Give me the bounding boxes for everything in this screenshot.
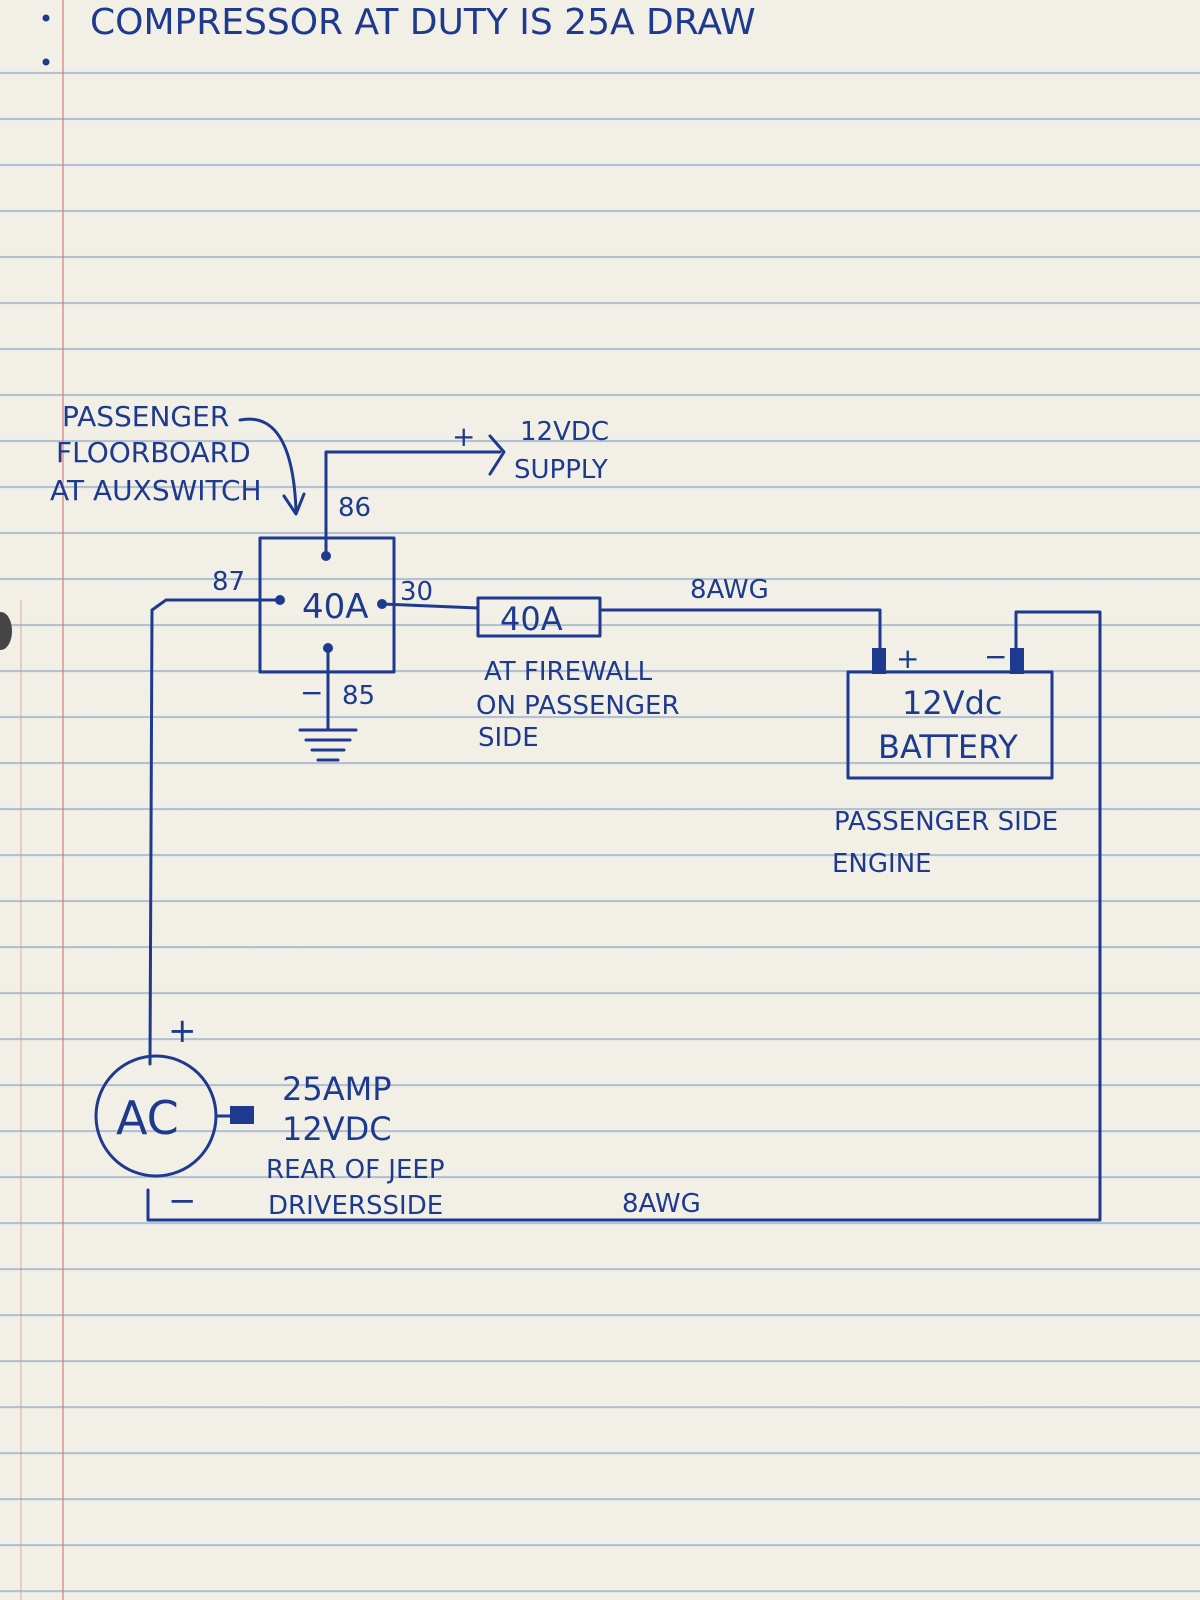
battery-label: BATTERY	[878, 728, 1018, 766]
battery-location-line1: PASSENGER SIDE	[834, 807, 1058, 837]
compressor-minus: −	[168, 1181, 197, 1221]
battery-location-line2: ENGINE	[832, 849, 932, 879]
wire-87-compressor	[148, 598, 282, 1066]
relay-rating: 40A	[302, 587, 369, 627]
wire-bottom-gauge: 8AWG	[622, 1189, 701, 1219]
supply-plus: +	[452, 420, 475, 453]
bullet-1	[42, 14, 50, 22]
bullet-2	[42, 58, 50, 66]
relay-location-line3: AT AUXSWITCH	[50, 474, 262, 507]
battery-box	[846, 670, 1054, 780]
relay-pin-87-label: 87	[212, 567, 245, 597]
wire-fuse-battery-positive	[598, 608, 882, 652]
wire-30-fuse	[380, 602, 480, 610]
location-arrow-head	[282, 492, 306, 516]
wire-86-supply	[324, 450, 502, 558]
relay-location-line2: FLOORBOARD	[56, 436, 251, 469]
wire-ground-return	[146, 610, 1102, 1222]
wire-top-gauge: 8AWG	[690, 575, 769, 605]
supply-connector	[488, 434, 506, 476]
fuse-note-line2: ON PASSENGER	[476, 691, 680, 721]
relay-ground-sign: −	[300, 676, 323, 709]
fuse-rating: 40A	[500, 600, 563, 638]
compressor-connector	[230, 1106, 254, 1124]
relay-location-line1: PASSENGER	[62, 400, 229, 433]
location-arrow	[238, 417, 298, 512]
relay-pin-85-label: 85	[342, 681, 375, 711]
margin-line-faint	[20, 600, 22, 1600]
margin-line	[62, 0, 64, 1600]
note-compressor-draw: COMPRESSOR AT DUTY IS 25A DRAW	[90, 2, 756, 43]
compressor-spec-line1: 25AMP	[282, 1070, 392, 1108]
battery-plus-label: +	[896, 642, 919, 675]
compressor-spec-line2: 12VDC	[282, 1110, 392, 1148]
fuse-note-line3: SIDE	[478, 723, 539, 753]
supply-line1: 12VDC	[520, 417, 609, 447]
binder-hole	[0, 612, 12, 650]
battery-positive-terminal	[872, 648, 886, 674]
ground-symbol	[298, 728, 358, 762]
compressor-label: AC	[116, 1091, 179, 1145]
compressor-spec-line4: DRIVERSSIDE	[268, 1191, 443, 1221]
relay-pin-30-label: 30	[400, 577, 433, 607]
relay-pin-86-label: 86	[338, 493, 371, 523]
fuse-box	[476, 596, 602, 638]
supply-line2: SUPPLY	[514, 455, 608, 485]
fuse-note-line1: AT FIREWALL	[484, 657, 653, 687]
battery-voltage: 12Vdc	[902, 684, 1003, 722]
compressor-spec-line3: REAR OF JEEP	[266, 1155, 445, 1185]
battery-negative-terminal	[1010, 648, 1024, 674]
compressor-plus: +	[168, 1011, 197, 1051]
battery-minus-label: −	[984, 640, 1007, 673]
